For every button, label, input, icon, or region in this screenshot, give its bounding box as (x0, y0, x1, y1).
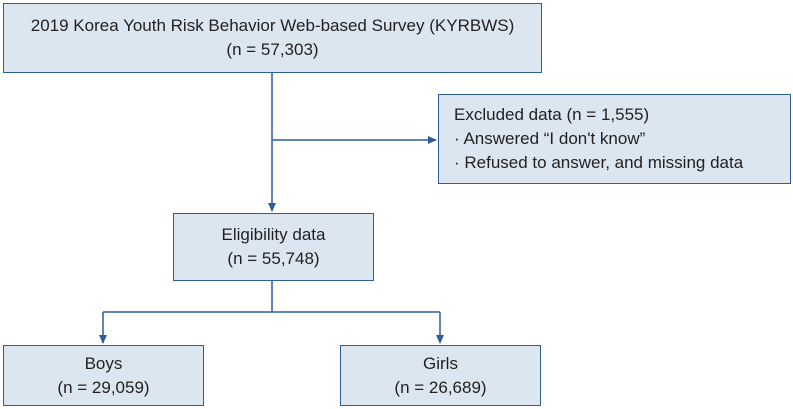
excluded-title: Excluded data (n = 1,555) (454, 105, 650, 124)
eligibility-count: (n = 55,748) (227, 249, 320, 268)
girls-count: (n = 26,689) (394, 377, 487, 397)
eligibility-box: Eligibility data (n = 55,748) (173, 213, 374, 281)
girls-title: Girls (423, 353, 458, 373)
survey-count: (n = 57,303) (226, 40, 319, 59)
boys-count: (n = 29,059) (57, 377, 150, 397)
excluded-reason-refused-missing: · Refused to answer, and missing data (454, 153, 744, 172)
boys-title: Boys (84, 353, 123, 373)
eligibility-title: Eligibility data (221, 225, 326, 244)
girls-box: Girls (n = 26,689) (340, 345, 541, 406)
survey-title: 2019 Korea Youth Risk Behavior Web-based… (30, 16, 515, 35)
boys-box: Boys (n = 29,059) (3, 345, 204, 406)
survey-box: 2019 Korea Youth Risk Behavior Web-based… (3, 3, 542, 73)
excluded-reason-dont-know: · Answered “I don't know” (454, 129, 646, 148)
excluded-box: Excluded data (n = 1,555) · Answered “I … (438, 94, 791, 184)
